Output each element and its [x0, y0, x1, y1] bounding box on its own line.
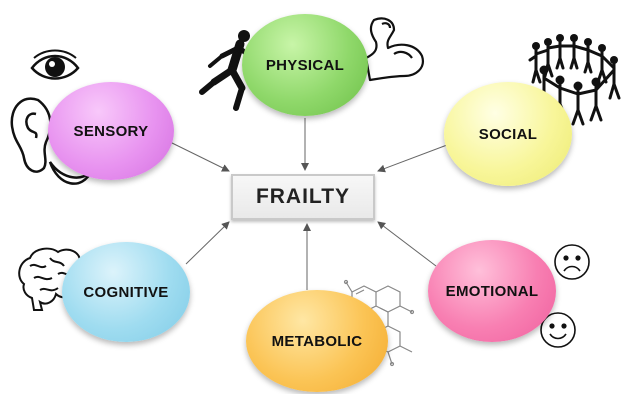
frailty-box: FRAILTY: [231, 174, 375, 220]
physical-label: PHYSICAL: [265, 56, 345, 74]
sensory-label: SENSORY: [73, 122, 149, 140]
sad-face-icon: [554, 244, 590, 280]
walking-person-icon: [199, 30, 257, 111]
arrow-social: [377, 144, 448, 173]
flexed-arm-icon: [364, 17, 424, 82]
cognitive-node: COGNITIVE: [62, 242, 190, 342]
social-node: SOCIAL: [444, 82, 572, 186]
metabolic-label: METABOLIC: [271, 332, 363, 350]
emotional-node: EMOTIONAL: [428, 240, 556, 342]
eye-icon: [30, 49, 80, 80]
cognitive-label: COGNITIVE: [83, 283, 169, 301]
emotional-label: EMOTIONAL: [445, 282, 539, 300]
arrow-sensory: [169, 141, 230, 172]
social-label: SOCIAL: [478, 125, 538, 143]
ear-icon: [10, 97, 52, 173]
arrow-emotional: [377, 221, 437, 267]
arrow-cognitive: [185, 221, 230, 265]
physical-node: PHYSICAL: [242, 14, 368, 116]
metabolic-node: METABOLIC: [246, 290, 388, 392]
happy-face-icon: [540, 312, 576, 348]
sensory-node: SENSORY: [48, 82, 174, 180]
frailty-label: FRAILTY: [255, 185, 351, 208]
